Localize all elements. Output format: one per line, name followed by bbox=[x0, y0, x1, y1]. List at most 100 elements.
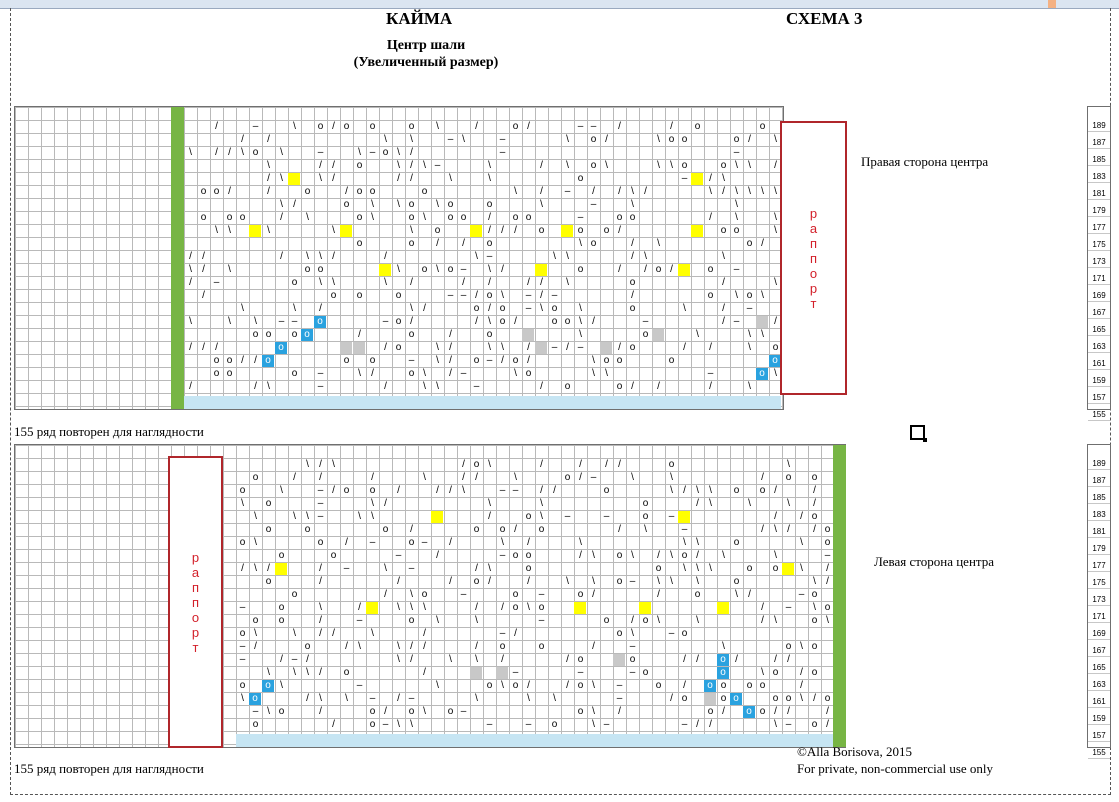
stitch-symbol: \ bbox=[566, 134, 569, 145]
stitch-symbol: / bbox=[592, 589, 595, 600]
stitch-symbol: – bbox=[668, 628, 675, 639]
stitch-symbol: – bbox=[473, 381, 480, 392]
stitch-symbol: o bbox=[824, 693, 831, 704]
stitch-symbol: o bbox=[772, 342, 779, 353]
stitch-symbol: / bbox=[384, 251, 387, 262]
stitch-symbol: – bbox=[499, 550, 506, 561]
stitch-symbol: \ bbox=[306, 251, 309, 262]
row-number: 179 bbox=[1088, 204, 1110, 217]
stitch-symbol: / bbox=[488, 511, 491, 522]
stitch-symbol: – bbox=[408, 563, 415, 574]
stitch-symbol: \ bbox=[306, 459, 309, 470]
stitch-symbol: \ bbox=[397, 641, 400, 652]
stitch-symbol: o bbox=[265, 576, 272, 587]
repeat-letter: п bbox=[809, 235, 818, 251]
stitch-symbol: / bbox=[462, 238, 465, 249]
row-number: 179 bbox=[1088, 542, 1110, 555]
stitch-symbol: \ bbox=[761, 329, 764, 340]
stitch-symbol: \ bbox=[670, 485, 673, 496]
stitch-symbol: – bbox=[408, 355, 415, 366]
stitch-symbol: o bbox=[512, 355, 519, 366]
stitch-symbol: o bbox=[473, 355, 480, 366]
stitch-symbol: \ bbox=[774, 134, 777, 145]
stitch-symbol: – bbox=[603, 719, 610, 730]
stitch-symbol: o bbox=[265, 524, 272, 535]
stitch-symbol: \ bbox=[696, 615, 699, 626]
stitch-symbol: \ bbox=[462, 134, 465, 145]
stitch-symbol: \ bbox=[800, 563, 803, 574]
subtitle-line1: Центр шали bbox=[386, 38, 466, 53]
stitch-symbol: \ bbox=[800, 693, 803, 704]
stitch-symbol: o bbox=[369, 485, 376, 496]
stitch-symbol: / bbox=[501, 654, 504, 665]
repeat-letter: р bbox=[191, 549, 200, 565]
stitch-symbol: o bbox=[629, 342, 636, 353]
stitch-symbol: / bbox=[449, 342, 452, 353]
stitch-symbol: / bbox=[761, 524, 764, 535]
stitch-symbol: / bbox=[267, 134, 270, 145]
stitch-symbol: o bbox=[304, 524, 311, 535]
stitch-symbol: o bbox=[629, 303, 636, 314]
no-stitch-cell bbox=[522, 329, 534, 341]
stitch-symbol: \ bbox=[436, 381, 439, 392]
stitch-symbol: \ bbox=[267, 667, 270, 678]
stitch-symbol: – bbox=[460, 290, 467, 301]
stitch-symbol: \ bbox=[774, 225, 777, 236]
yellow-cell bbox=[366, 602, 378, 614]
stitch-symbol: \ bbox=[657, 160, 660, 171]
stitch-symbol: o bbox=[564, 381, 571, 392]
stitch-symbol: \ bbox=[683, 537, 686, 548]
row-number: 165 bbox=[1088, 661, 1110, 674]
stitch-symbol: / bbox=[514, 225, 517, 236]
repeat-letter: р bbox=[809, 280, 818, 296]
stitch-symbol: \ bbox=[436, 680, 439, 691]
stitch-symbol: / bbox=[683, 485, 686, 496]
stitch-symbol: \ bbox=[735, 589, 738, 600]
stitch-symbol: o bbox=[616, 576, 623, 587]
stitch-symbol: o bbox=[226, 212, 233, 223]
stitch-symbol: / bbox=[319, 160, 322, 171]
bottom-repeat-note: 155 ряд повторен для наглядности bbox=[14, 761, 204, 776]
stitch-symbol: \ bbox=[280, 173, 283, 184]
cell-selection-indicator[interactable] bbox=[910, 425, 927, 442]
stitch-symbol: o bbox=[512, 212, 519, 223]
stitch-symbol: / bbox=[423, 303, 426, 314]
stitch-symbol: o bbox=[382, 524, 389, 535]
stitch-symbol: o bbox=[564, 472, 571, 483]
no-stitch-cell bbox=[704, 693, 716, 705]
stitch-symbol: o bbox=[369, 355, 376, 366]
stitch-symbol: \ bbox=[696, 576, 699, 587]
stitch-symbol: / bbox=[657, 550, 660, 561]
stitch-symbol: / bbox=[670, 693, 673, 704]
stitch-symbol: \ bbox=[644, 524, 647, 535]
stitch-symbol: / bbox=[436, 485, 439, 496]
stitch-symbol: \ bbox=[605, 368, 608, 379]
row-number: 173 bbox=[1088, 255, 1110, 268]
stitch-symbol: \ bbox=[501, 680, 504, 691]
stitch-symbol: o bbox=[811, 511, 818, 522]
stitch-symbol: – bbox=[434, 160, 441, 171]
stitch-symbol: o bbox=[772, 693, 779, 704]
stitch-symbol: o bbox=[538, 641, 545, 652]
stitch-symbol: – bbox=[382, 316, 389, 327]
stitch-symbol: \ bbox=[280, 680, 283, 691]
stitch-symbol: o bbox=[525, 550, 532, 561]
stitch-symbol: \ bbox=[761, 186, 764, 197]
stitch-symbol: / bbox=[618, 342, 621, 353]
stitch-symbol: \ bbox=[462, 485, 465, 496]
row-number: 163 bbox=[1088, 678, 1110, 691]
stitch-symbol: – bbox=[525, 303, 532, 314]
stitch-symbol: o bbox=[746, 680, 753, 691]
stitch-symbol: \ bbox=[592, 550, 595, 561]
stitch-symbol: / bbox=[449, 355, 452, 366]
stitch-symbol: \ bbox=[475, 654, 478, 665]
stitch-symbol: \ bbox=[436, 264, 439, 275]
stitch-symbol: / bbox=[410, 641, 413, 652]
stitch-symbol: o bbox=[356, 160, 363, 171]
stitch-symbol: / bbox=[254, 381, 257, 392]
stitch-symbol: / bbox=[722, 706, 725, 717]
stitch-symbol: – bbox=[447, 134, 454, 145]
row-number: 177 bbox=[1088, 559, 1110, 572]
stitch-symbol: / bbox=[631, 615, 634, 626]
